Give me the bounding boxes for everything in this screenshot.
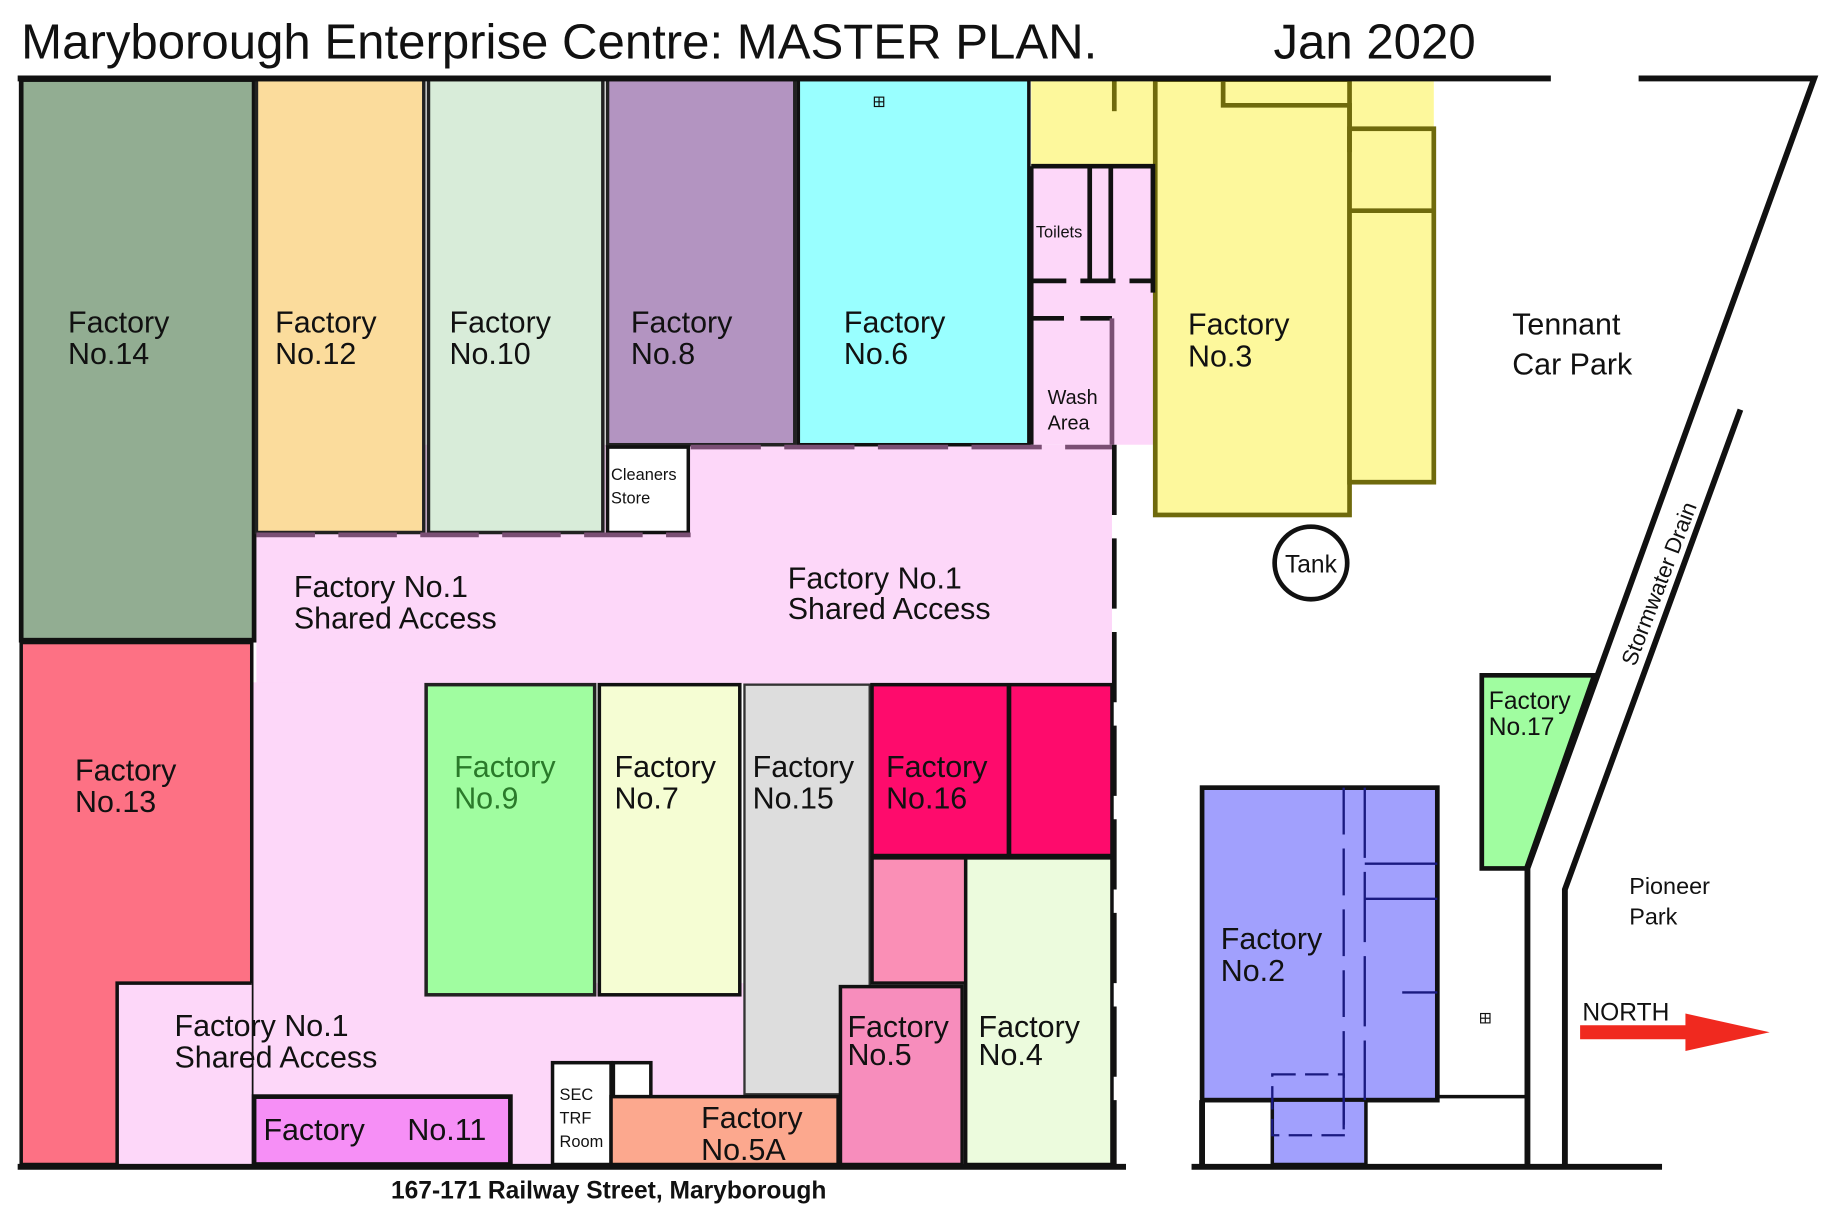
marker-icon	[1480, 1012, 1491, 1024]
factory-3-annex-top	[1031, 79, 1156, 167]
svg-text:Factory: Factory	[75, 754, 177, 788]
svg-text:No.3: No.3	[1188, 339, 1252, 373]
svg-text:No.2: No.2	[1221, 954, 1285, 988]
factory-14[interactable]	[18, 77, 257, 643]
svg-text:Factory: Factory	[753, 750, 855, 784]
svg-text:No.7: No.7	[615, 782, 679, 816]
factory-4[interactable]	[963, 856, 1114, 1167]
svg-text:Factory: Factory	[701, 1101, 803, 1135]
svg-text:Factory No.1: Factory No.1	[294, 570, 468, 604]
north-label: NORTH	[1582, 1000, 1669, 1027]
wash-area-label-2: Area	[1048, 413, 1091, 435]
svg-text:Shared Access: Shared Access	[175, 1040, 378, 1074]
sec-trf-room	[550, 1060, 613, 1167]
svg-text:No.6: No.6	[844, 337, 908, 371]
svg-text:Factory: Factory	[1489, 688, 1572, 715]
svg-text:No.16: No.16	[886, 782, 967, 816]
sec-label-1: SEC	[560, 1086, 594, 1104]
svg-text:Factory: Factory	[263, 1113, 365, 1147]
shared-access-cutout	[117, 983, 252, 1165]
toilets-block	[1028, 163, 1156, 445]
svg-text:No.4: No.4	[979, 1038, 1043, 1072]
sec-label-3: Room	[560, 1133, 604, 1151]
address-label: 167-171 Railway Street, Maryborough	[391, 1177, 826, 1204]
factory-5[interactable]	[838, 984, 964, 1167]
car-park-label-2: Car Park	[1512, 348, 1633, 382]
svg-text:Factory: Factory	[615, 750, 717, 784]
svg-text:No.14: No.14	[68, 337, 149, 371]
car-park-label-1: Tennant	[1512, 308, 1621, 342]
svg-text:No.10: No.10	[450, 337, 531, 371]
svg-text:Factory: Factory	[847, 1010, 949, 1044]
svg-text:Shared Access: Shared Access	[294, 601, 497, 635]
factory-5a[interactable]	[609, 1094, 840, 1167]
pioneer-park-label-1: Pioneer	[1629, 873, 1710, 899]
svg-text:No.5: No.5	[847, 1038, 911, 1072]
svg-text:No.13: No.13	[75, 785, 156, 819]
north-arrow-icon	[1580, 1013, 1770, 1051]
drain-edge-2	[1561, 408, 1744, 1167]
pioneer-park-label-2: Park	[1629, 904, 1677, 930]
factory-3[interactable]	[1152, 77, 1352, 518]
drain-edge-1	[1524, 75, 1819, 1167]
svg-text:Factory: Factory	[631, 305, 733, 339]
svg-text:Factory: Factory	[979, 1010, 1081, 1044]
svg-text:Factory: Factory	[450, 305, 552, 339]
svg-text:Factory: Factory	[275, 305, 377, 339]
svg-text:Factory: Factory	[454, 750, 556, 784]
svg-text:No.11: No.11	[407, 1113, 486, 1147]
svg-text:No.15: No.15	[753, 782, 834, 816]
cleaners-store	[605, 445, 691, 535]
factory-3-annex	[1347, 126, 1437, 485]
svg-text:No.17: No.17	[1489, 714, 1555, 741]
wash-area-label-1: Wash	[1048, 387, 1098, 409]
factory-8[interactable]	[605, 77, 797, 447]
svg-text:Factory: Factory	[1221, 922, 1323, 956]
marker-icon	[873, 96, 885, 108]
svg-text:Factory: Factory	[1188, 308, 1290, 342]
tank-label: Tank	[1285, 551, 1338, 578]
factory-9[interactable]	[424, 682, 597, 997]
plan-title: Maryborough Enterprise Centre: MASTER PL…	[21, 16, 1097, 70]
svg-text:Factory: Factory	[68, 305, 170, 339]
factory-11[interactable]	[251, 1094, 513, 1167]
svg-text:Factory: Factory	[886, 750, 988, 784]
plan-date: Jan 2020	[1273, 16, 1475, 70]
svg-text:No.5A: No.5A	[701, 1133, 786, 1167]
svg-text:No.12: No.12	[275, 337, 356, 371]
factory-16[interactable]	[870, 682, 1114, 858]
svg-text:Factory No.1: Factory No.1	[175, 1009, 349, 1043]
svg-text:Factory: Factory	[844, 305, 946, 339]
sec-label-2: TRF	[560, 1110, 592, 1128]
factory-2[interactable]	[1199, 785, 1440, 1103]
svg-text:No.9: No.9	[454, 782, 518, 816]
svg-text:Shared Access: Shared Access	[788, 592, 991, 626]
cleaners-store-label-1: Cleaners	[611, 466, 677, 484]
factory-7[interactable]	[597, 682, 742, 997]
factory-6[interactable]	[796, 77, 1031, 447]
tank	[1272, 524, 1350, 602]
svg-text:Factory No.1: Factory No.1	[788, 562, 962, 596]
toilets-label: Toilets	[1036, 224, 1082, 242]
svg-text:No.8: No.8	[631, 337, 695, 371]
cleaners-store-label-2: Store	[611, 489, 650, 507]
